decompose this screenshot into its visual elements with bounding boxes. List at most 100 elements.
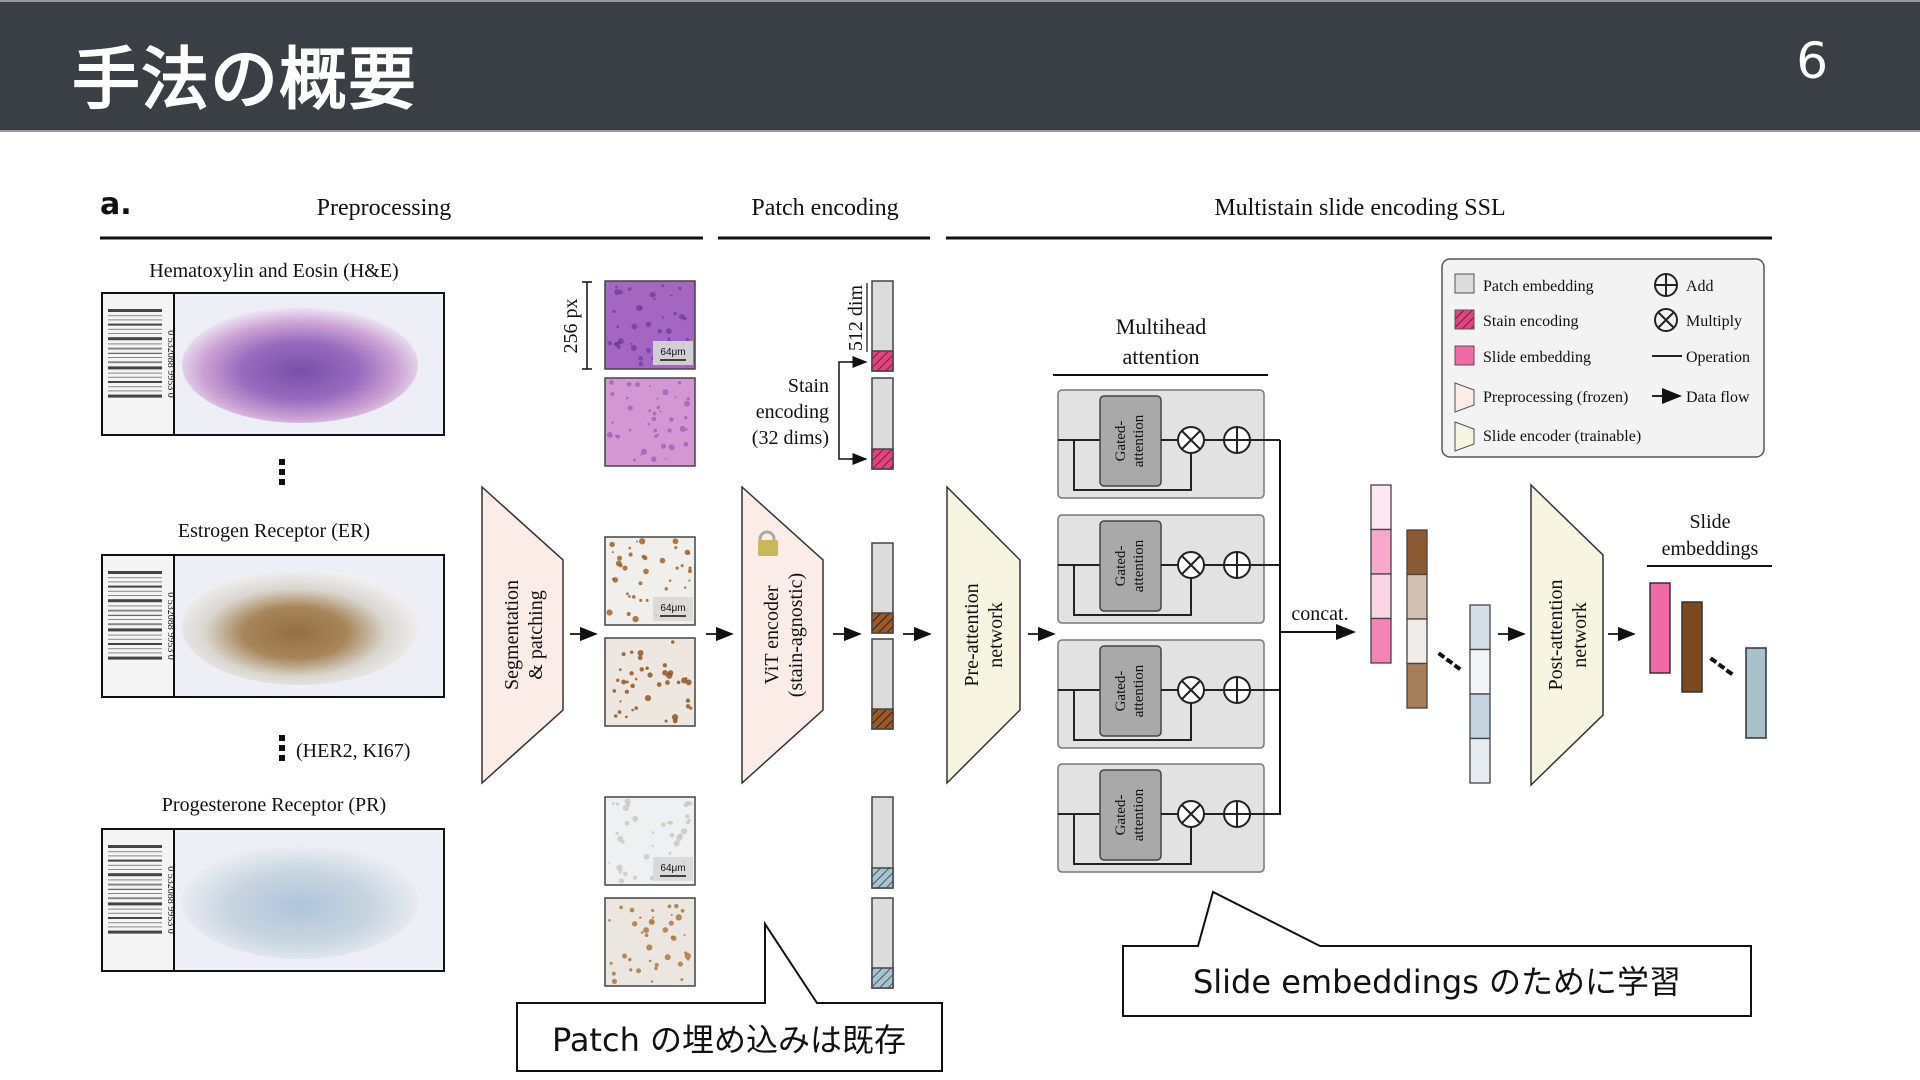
gated-attention-label: attention xyxy=(1131,664,1147,717)
slide-embedding-he xyxy=(1649,582,1671,674)
token-block xyxy=(1370,573,1392,620)
page-number: 6 xyxy=(1796,32,1828,90)
barcode-number: 0 532088 9953 0 xyxy=(165,330,176,398)
vit-label-1: ViT encoder xyxy=(761,585,783,684)
multihead-label-1: Multihead xyxy=(1116,314,1206,339)
stain-encoding-block xyxy=(871,867,894,889)
attention-head: Gated-attention xyxy=(1057,639,1280,749)
multiply-icon xyxy=(1177,676,1205,704)
scale-bar xyxy=(653,341,693,365)
concat-label: concat. xyxy=(1291,603,1348,625)
add-icon xyxy=(1223,800,1251,828)
legend-add: Add xyxy=(1686,278,1714,295)
segmentation-block xyxy=(481,485,564,785)
attention-head: Gated-attention xyxy=(1057,514,1280,624)
token-block xyxy=(1370,528,1392,575)
callout-slide-text: Slide embeddings のために学習 xyxy=(1193,963,1681,1001)
token-block xyxy=(1370,617,1392,664)
embedding-er-2 xyxy=(871,638,894,730)
stain-label-pr: Progesterone Receptor (PR) xyxy=(162,794,386,816)
patch-pr-1: 64μm xyxy=(604,796,696,886)
legend-operation: Operation xyxy=(1686,349,1750,366)
stain-encoding-label-1: Stain xyxy=(788,375,829,397)
embedding-pr-1 xyxy=(871,796,894,889)
gated-attention-label: attention xyxy=(1131,788,1147,841)
barcode xyxy=(101,554,175,698)
legend-patch-embedding: Patch embedding xyxy=(1483,278,1594,295)
patch-er-1: 64μm xyxy=(604,536,696,626)
multiply-icon xyxy=(1177,800,1205,828)
gated-attention-label: Gated- xyxy=(1113,546,1129,587)
legend-slide-encoder-trainable: Slide encoder (trainable) xyxy=(1483,428,1641,445)
ellipsis-icon xyxy=(1437,651,1462,671)
concat-vector-he xyxy=(1370,484,1392,664)
stain-label-others: (HER2, KI67) xyxy=(296,740,410,762)
scale-bar-label: 64μm xyxy=(660,863,685,874)
vit-label-2: (stain-agnostic) xyxy=(785,573,807,697)
legend-preprocessing-frozen: Preprocessing (frozen) xyxy=(1483,389,1628,406)
embedding-he-2 xyxy=(871,377,894,470)
embedding-pr-2 xyxy=(871,897,894,989)
stain-encoding-bracket xyxy=(838,361,861,460)
token-block xyxy=(1406,529,1428,576)
stain-encoding-block xyxy=(871,350,894,372)
pre-attention-label-2: network xyxy=(985,602,1007,668)
stain-encoding-block xyxy=(871,708,894,730)
callout-patch: Patch の埋め込みは既存 xyxy=(516,920,943,1072)
legend-data-flow: Data flow xyxy=(1686,389,1750,406)
barcode xyxy=(101,828,175,972)
legend-swatch-frozen xyxy=(1454,382,1475,413)
embedding-er-1 xyxy=(871,542,894,634)
scale-bar-label: 64μm xyxy=(660,347,685,358)
ellipsis-icon xyxy=(1709,656,1734,676)
multiply-icon xyxy=(1177,551,1205,579)
scale-bar xyxy=(653,597,693,621)
gated-attention-label: attention xyxy=(1131,539,1147,592)
callout-patch-text: Patch の埋め込みは既存 xyxy=(552,1021,906,1059)
legend-stain-encoding: Stain encoding xyxy=(1483,313,1579,330)
add-icon xyxy=(1223,551,1251,579)
attention-head: Gated-attention xyxy=(1057,763,1280,873)
token-block xyxy=(1406,573,1428,620)
scale-bar-label: 64μm xyxy=(660,603,685,614)
slide-embedding-er xyxy=(1681,601,1703,693)
post-attention-label-1: Post-attention xyxy=(1545,579,1567,690)
tissue-image xyxy=(182,307,418,423)
legend-swatch-patch xyxy=(1454,273,1475,294)
token-block xyxy=(1469,737,1491,784)
pre-attention-block xyxy=(946,485,1021,785)
embedding-he-1 xyxy=(871,280,894,372)
legend-slide-embedding: Slide embedding xyxy=(1483,349,1591,366)
scale-bar xyxy=(653,857,693,881)
slide-title: 手法の概要 xyxy=(72,41,418,120)
gated-attention-label: Gated- xyxy=(1113,795,1129,836)
ellipsis-icon xyxy=(279,459,285,485)
add-icon xyxy=(1223,676,1251,704)
token-block xyxy=(1370,484,1392,531)
dim-label: 512 dim xyxy=(845,285,867,352)
tissue-image xyxy=(182,569,418,685)
stain-encoding-block xyxy=(871,448,894,470)
legend-swatch-slide xyxy=(1454,345,1475,366)
post-attention-block xyxy=(1530,483,1604,787)
token-block xyxy=(1469,648,1491,695)
section-multistain: Multistain slide encoding SSL xyxy=(1214,195,1505,221)
stain-encoding-block xyxy=(871,967,894,989)
pre-attention-label-1: Pre-attention xyxy=(961,583,983,686)
slide-he: 0 532088 9953 0 xyxy=(101,292,445,436)
slide-pr: 0 532088 9953 0 xyxy=(101,828,445,972)
patch-he-1: 64μm xyxy=(604,280,696,370)
segmentation-label-2: & patching xyxy=(525,590,547,679)
multihead-label-2: attention xyxy=(1123,344,1200,369)
patch-er-2 xyxy=(604,637,696,727)
multiply-icon xyxy=(1654,308,1678,332)
slide-embeddings-label-1: Slide xyxy=(1689,511,1730,533)
concat-vector-er xyxy=(1406,529,1428,709)
attention-head: Gated-attention xyxy=(1057,389,1280,499)
multiply-icon xyxy=(1177,426,1205,454)
post-attention-label-2: network xyxy=(1569,602,1591,668)
gated-attention-label: attention xyxy=(1131,414,1147,467)
token-block xyxy=(1406,618,1428,665)
patch-pr-2 xyxy=(604,897,696,987)
stain-label-er: Estrogen Receptor (ER) xyxy=(178,520,370,542)
